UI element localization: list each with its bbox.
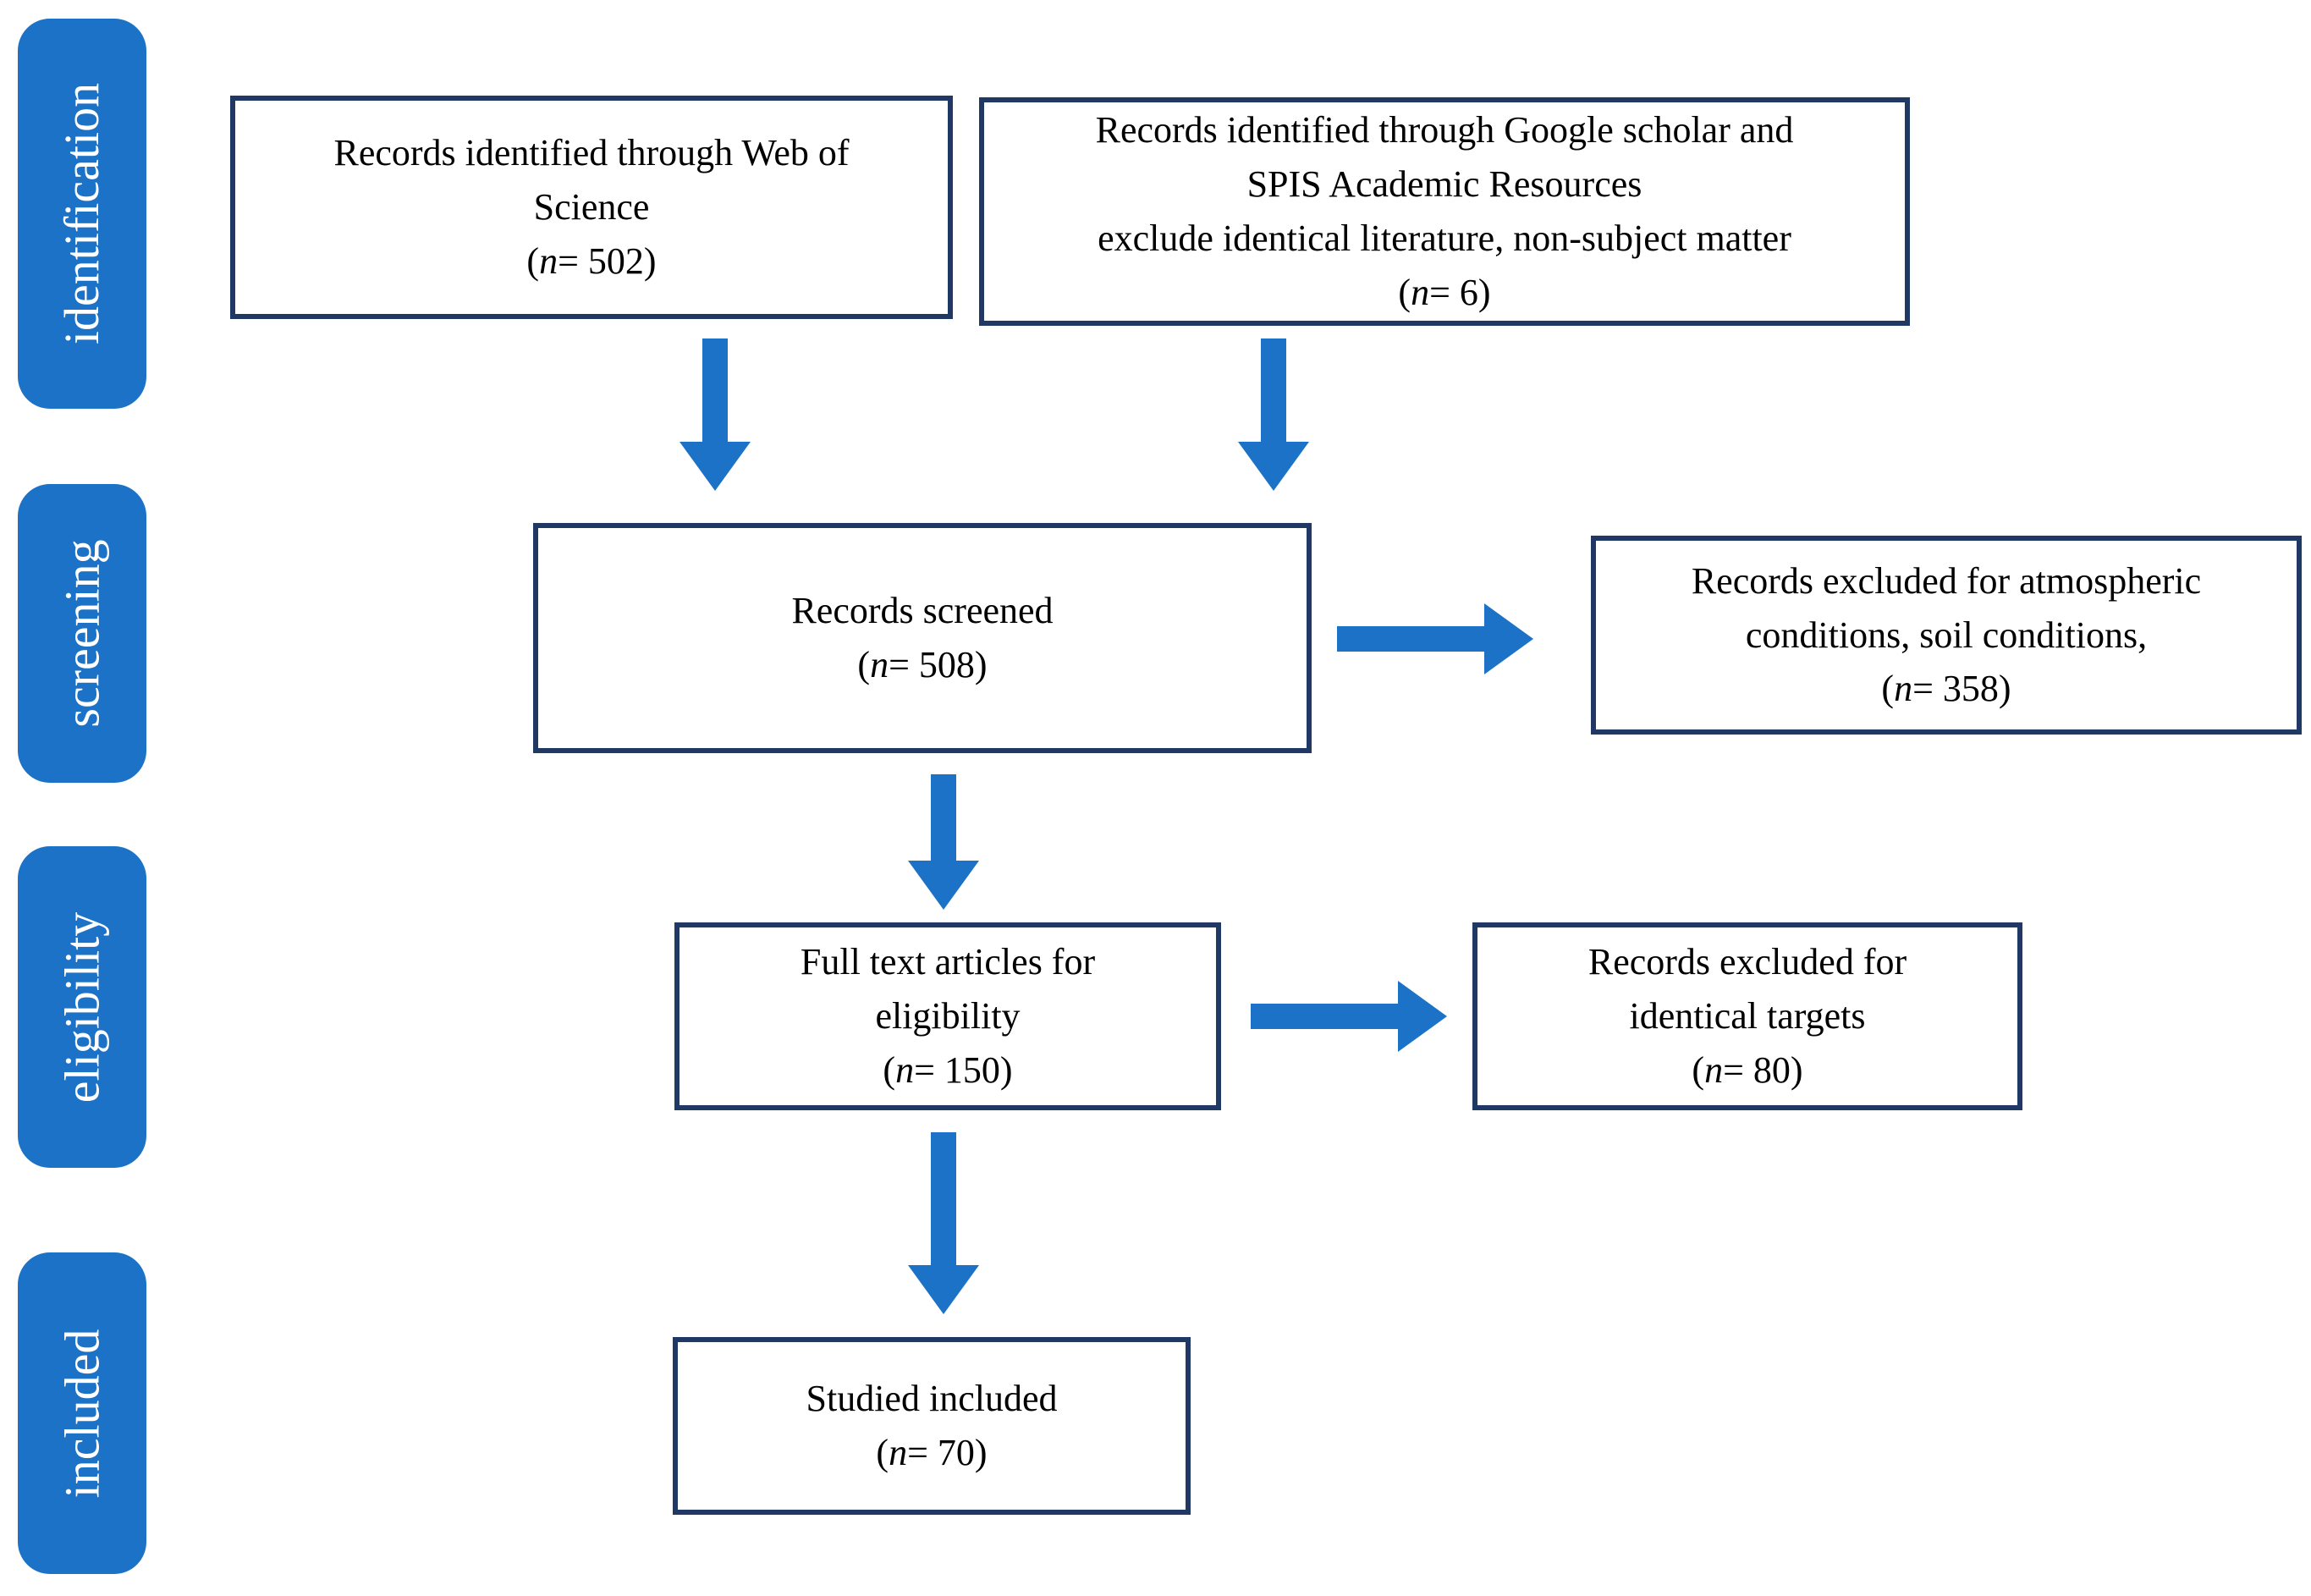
arrow-screened-to-excluded-shaft	[1337, 626, 1484, 652]
box-fulltext-eligibility-label: Full text articles for eligibility	[800, 941, 1096, 1037]
arrow-down-icon	[908, 1265, 979, 1314]
box-records-excluded-conditions: Records excluded for atmospheric conditi…	[1591, 536, 2302, 735]
box-records-web-of-science-count: (n= 502)	[526, 239, 657, 282]
box-records-screened-label: Records screened	[791, 590, 1054, 632]
box-records-excluded-targets: Records excluded for identical targets (…	[1472, 922, 2022, 1110]
arrow-google-to-screened-shaft	[1261, 338, 1286, 442]
arrow-wos-to-screened	[680, 338, 751, 491]
box-studies-included: Studied included (n= 70)	[673, 1337, 1191, 1515]
arrow-right-icon	[1398, 981, 1447, 1052]
box-records-excluded-targets-label: Records excluded for identical targets	[1587, 941, 1907, 1037]
arrow-fulltext-to-included-shaft	[931, 1132, 956, 1265]
box-records-excluded-targets-count: (n= 80)	[1692, 1048, 1803, 1091]
arrow-right-icon	[1484, 603, 1533, 674]
box-records-excluded-conditions-count: (n= 358)	[1881, 668, 2011, 710]
arrow-down-icon	[1238, 442, 1309, 491]
stage-identification: identification	[18, 19, 146, 409]
box-fulltext-eligibility: Full text articles for eligibility (n= 1…	[674, 922, 1221, 1110]
arrow-down-icon	[680, 442, 751, 491]
stage-screening-label: screening	[54, 539, 110, 728]
arrow-screened-to-excluded	[1337, 603, 1533, 674]
box-records-screened: Records screened (n= 508)	[533, 523, 1312, 753]
arrow-fulltext-to-excluded	[1251, 981, 1447, 1052]
box-records-excluded-conditions-label: Records excluded for atmospheric conditi…	[1691, 559, 2202, 656]
box-studies-included-count: (n= 70)	[876, 1432, 988, 1473]
box-records-web-of-science: Records identified through Web of Scienc…	[230, 96, 953, 319]
arrow-screened-to-fulltext-shaft	[931, 774, 956, 861]
stage-screening: screening	[18, 484, 146, 783]
stage-eligibility-label: eligibility	[54, 911, 110, 1103]
stage-eligibility: eligibility	[18, 846, 146, 1168]
arrow-google-to-screened	[1238, 338, 1309, 491]
box-records-google-scholar-label: Records identified through Google schola…	[1095, 109, 1794, 259]
stage-included: included	[18, 1252, 146, 1574]
stage-identification-label: identification	[54, 82, 110, 345]
box-studies-included-label: Studied included	[806, 1378, 1058, 1420]
box-fulltext-eligibility-count: (n= 150)	[883, 1048, 1013, 1091]
box-records-google-scholar: Records identified through Google schola…	[979, 97, 1910, 326]
arrow-down-icon	[908, 861, 979, 910]
stage-included-label: included	[54, 1329, 110, 1498]
arrow-fulltext-to-included	[908, 1132, 979, 1314]
arrow-screened-to-fulltext	[908, 774, 979, 910]
arrow-fulltext-to-excluded-shaft	[1251, 1004, 1398, 1029]
arrow-wos-to-screened-shaft	[702, 338, 728, 442]
box-records-screened-count: (n= 508)	[857, 644, 988, 685]
box-records-google-scholar-count: (n= 6)	[1398, 271, 1491, 313]
box-records-web-of-science-label: Records identified through Web of Scienc…	[333, 132, 850, 228]
